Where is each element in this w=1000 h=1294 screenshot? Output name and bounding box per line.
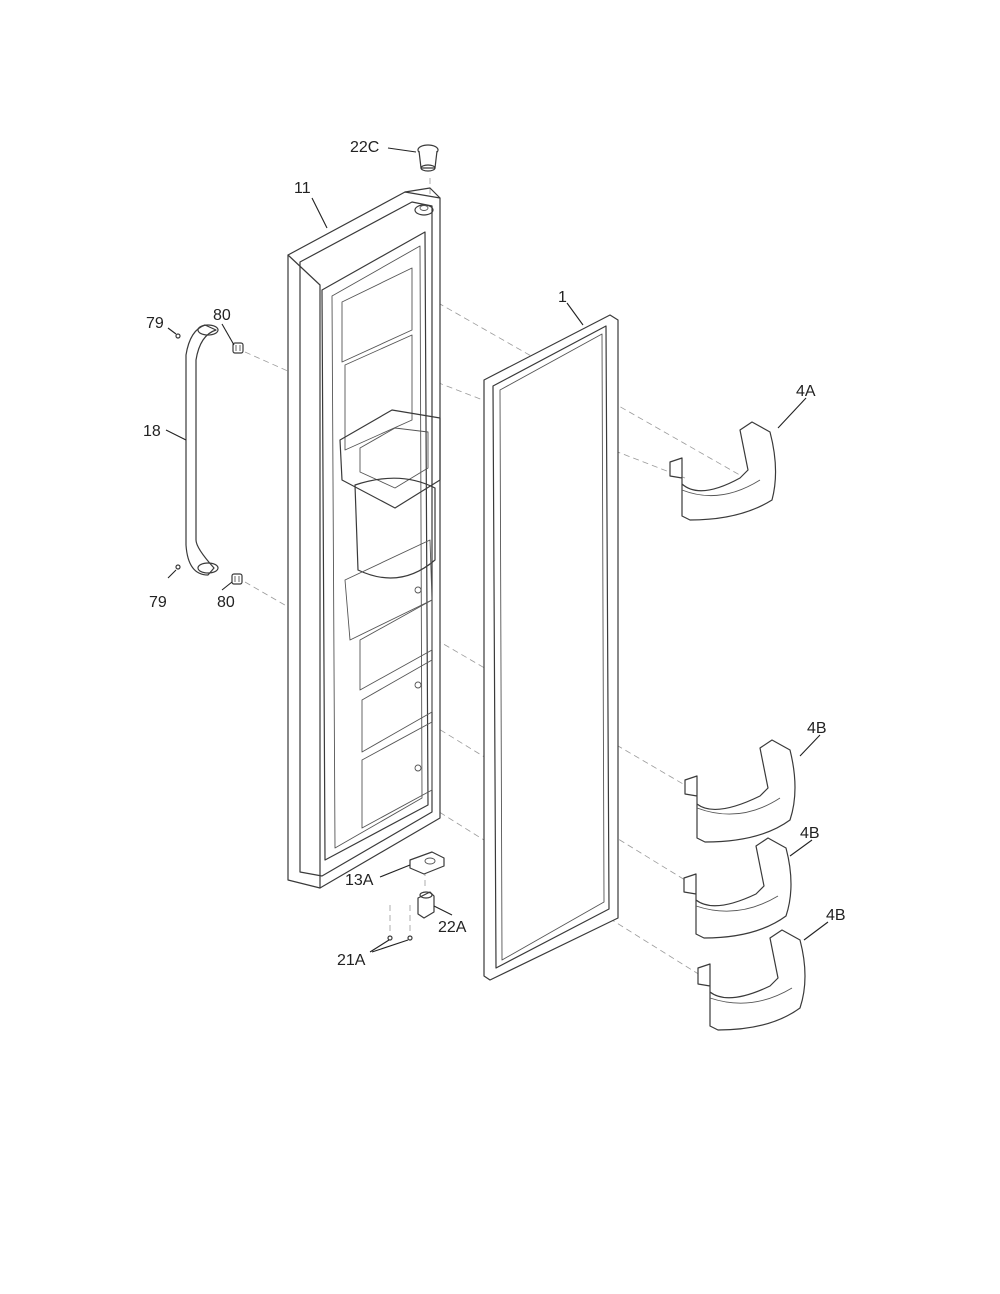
door-bin-4A bbox=[669, 421, 777, 521]
door-gasket bbox=[483, 314, 619, 981]
callout-4B-3: 4B bbox=[826, 907, 846, 924]
callout-4B-1: 4B bbox=[807, 720, 827, 737]
callout-18: 18 bbox=[143, 423, 161, 440]
door-bin-4B-3 bbox=[697, 929, 806, 1031]
leader-lines bbox=[165, 147, 829, 953]
callout-1: 1 bbox=[558, 289, 567, 306]
callout-79-bottom: 79 bbox=[149, 594, 167, 611]
callout-4B-2: 4B bbox=[800, 825, 820, 842]
callout-22A: 22A bbox=[438, 919, 467, 936]
callout-4A: 4A bbox=[796, 383, 816, 400]
door-panel bbox=[287, 187, 441, 889]
door-handle bbox=[185, 324, 219, 576]
door-bin-4B-2 bbox=[683, 837, 792, 939]
callout-11: 11 bbox=[294, 180, 311, 197]
screw-79-top bbox=[175, 333, 181, 339]
screws-21A bbox=[387, 935, 413, 941]
plug-80-bottom bbox=[231, 573, 243, 585]
plug-80-top bbox=[232, 342, 244, 354]
door-bin-4B-1 bbox=[684, 739, 796, 843]
callout-13A: 13A bbox=[345, 872, 374, 889]
callout-80-top: 80 bbox=[213, 307, 231, 324]
callout-79-top: 79 bbox=[146, 315, 164, 332]
callout-80-bottom: 80 bbox=[217, 594, 235, 611]
hinge-bushing-22C bbox=[417, 144, 439, 172]
callout-21A: 21A bbox=[337, 952, 366, 969]
callout-22C: 22C bbox=[350, 139, 379, 156]
hinge-plate-13A bbox=[409, 851, 445, 875]
hinge-bushing-22A bbox=[417, 891, 435, 919]
screw-79-bottom bbox=[175, 564, 181, 570]
